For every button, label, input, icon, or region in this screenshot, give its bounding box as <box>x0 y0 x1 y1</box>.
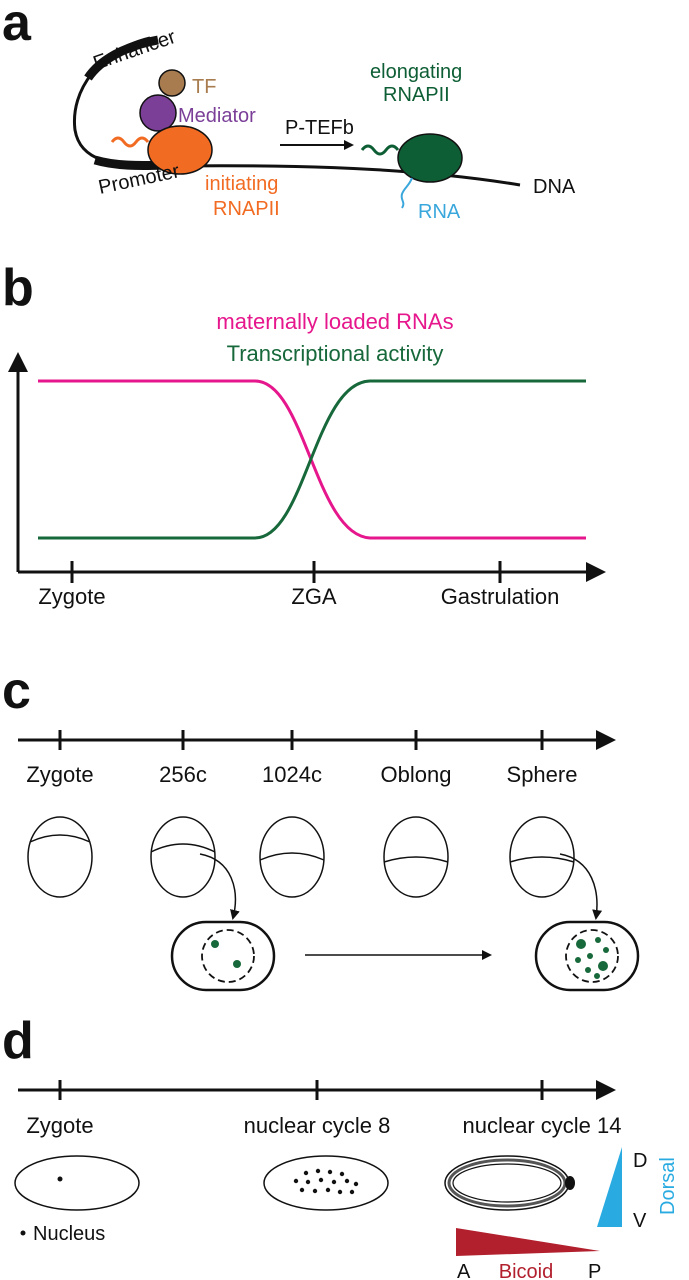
panel-d: d Zygote nuclear cycle 8 nuclear cycle 1… <box>2 1012 679 1280</box>
panel-b-letter: b <box>2 259 34 317</box>
rna-label: RNA <box>418 201 461 223</box>
enhancer-label: Enhancer <box>90 26 178 75</box>
panel-d-letter: d <box>2 1012 34 1070</box>
nucleus-sphere <box>565 929 619 983</box>
embryo-d-nc14 <box>444 1155 575 1211</box>
dna-label: DNA <box>533 176 576 198</box>
mediator-label: Mediator <box>178 105 256 127</box>
elongating-rnapii <box>397 133 463 183</box>
rna-transcript <box>400 177 413 209</box>
embryo-256c <box>150 816 216 898</box>
nucleus-legend-dot <box>20 1230 26 1236</box>
zoom-arrow-sphere <box>559 853 603 920</box>
transcription-focus <box>233 960 241 968</box>
tick-label-zygote: Zygote <box>38 584 105 609</box>
embryo-zygote <box>27 816 93 898</box>
embryo-sphere <box>509 816 575 898</box>
nucleus-256c <box>201 929 255 983</box>
tf-label: TF <box>192 76 216 98</box>
nucleus-legend-label: Nucleus <box>33 1223 105 1245</box>
mediator-complex <box>139 94 177 132</box>
timeline-c-arrowhead <box>596 730 616 750</box>
panel-c: c Zygote 256c 1024c Oblong Sphere <box>2 662 640 992</box>
dorsal-label: Dorsal <box>657 1157 679 1215</box>
cell-256c <box>170 920 276 992</box>
panel-c-letter: c <box>2 662 31 720</box>
y-axis-arrowhead <box>8 352 28 372</box>
ptefb-label: P-TEFb <box>285 117 354 139</box>
bicoid-label: Bicoid <box>499 1261 553 1280</box>
embryo-d-zygote <box>14 1155 140 1211</box>
elongating-ctd-tail <box>360 144 400 156</box>
transcription-focus <box>595 937 601 943</box>
initiating-label-2: RNAPII <box>213 198 280 220</box>
series-transcription-line <box>38 379 586 540</box>
tick-label-zga: ZGA <box>291 584 337 609</box>
transcription-focus <box>211 940 219 948</box>
zygote-nucleus <box>57 1176 63 1182</box>
tick-label-gastrulation: Gastrulation <box>441 584 560 609</box>
cell-sphere <box>534 920 640 992</box>
stage-c-sphere: Sphere <box>507 762 578 787</box>
embryo-d-nc8 <box>263 1155 389 1211</box>
transcription-focus <box>576 939 586 949</box>
bicoid-a-label: A <box>457 1261 471 1280</box>
zoom-arrow-256c <box>199 853 240 920</box>
transcription-focus <box>585 967 591 973</box>
stage-d-nc8: nuclear cycle 8 <box>244 1113 391 1138</box>
stage-c-256c: 256c <box>159 762 207 787</box>
pole-cells <box>565 1176 575 1190</box>
nc8-nuclei <box>293 1168 359 1195</box>
embryo-oblong <box>383 816 449 898</box>
transcription-focus <box>594 973 600 979</box>
initiating-ctd-tail <box>110 136 150 148</box>
bicoid-gradient <box>456 1228 600 1256</box>
legend-maternal: maternally loaded RNAs <box>216 309 453 334</box>
bicoid-p-label: P <box>588 1261 601 1280</box>
stage-d-zygote: Zygote <box>26 1113 93 1138</box>
dorsal-gradient <box>597 1147 622 1227</box>
stage-c-1024c: 1024c <box>262 762 322 787</box>
legend-transcriptional: Transcriptional activity <box>227 341 444 366</box>
elongating-label-2: RNAPII <box>383 84 450 106</box>
panel-a: a Enhancer TF Mediator Promoter initiati… <box>2 0 576 223</box>
panel-b: b maternally loaded RNAs Transcriptional… <box>2 259 606 609</box>
elongating-label-1: elongating <box>370 61 462 83</box>
enhancer-segment <box>84 35 159 81</box>
initiating-label-1: initiating <box>205 173 278 195</box>
timeline-d-arrowhead <box>596 1080 616 1100</box>
transcription-focus <box>575 957 581 963</box>
embryo-1024c <box>259 816 325 898</box>
dorsal-d-label: D <box>633 1150 647 1172</box>
transcription-focus <box>598 961 608 971</box>
transcription-focus <box>587 953 593 959</box>
transcription-focus <box>603 947 609 953</box>
stage-d-nc14: nuclear cycle 14 <box>463 1113 622 1138</box>
stage-c-oblong: Oblong <box>381 762 452 787</box>
stage-c-zygote: Zygote <box>26 762 93 787</box>
dorsal-v-label: V <box>633 1210 647 1232</box>
panel-a-letter: a <box>2 0 32 52</box>
initiating-rnapii <box>147 125 213 175</box>
tf-protein <box>158 69 186 97</box>
x-axis-arrowhead <box>586 562 606 582</box>
